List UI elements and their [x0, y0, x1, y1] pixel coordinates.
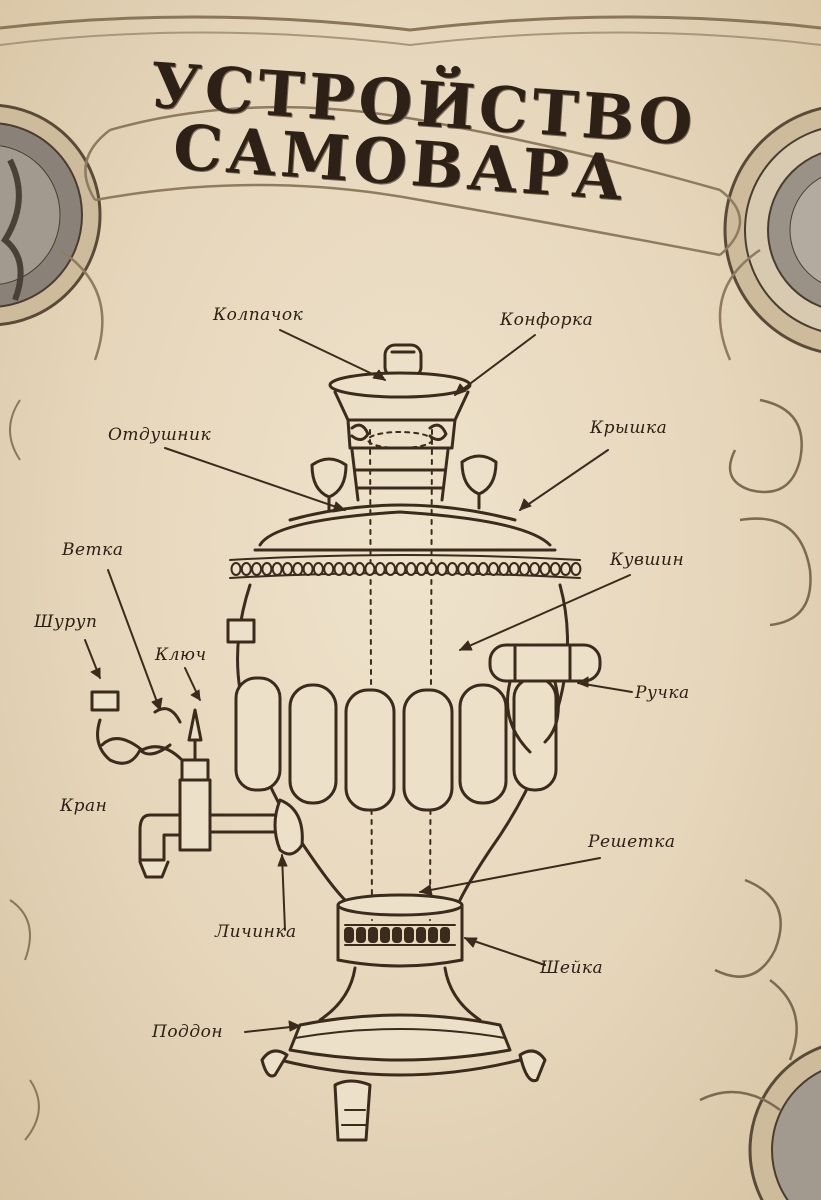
- rim-bead: [438, 563, 447, 575]
- label-kryshka: Крышка: [590, 418, 667, 438]
- rim-bead: [304, 563, 313, 575]
- rim-bead: [376, 563, 385, 575]
- rim-bead: [510, 563, 519, 575]
- rim-bead: [345, 563, 354, 575]
- rim-bead: [571, 563, 580, 575]
- rim-bead: [355, 563, 364, 575]
- rim-bead: [365, 563, 374, 575]
- rim-bead: [252, 563, 261, 575]
- label-kran: Кран: [60, 796, 107, 816]
- rim-bead: [499, 563, 508, 575]
- rim-bead: [530, 563, 539, 575]
- rim-bead: [232, 563, 241, 575]
- neck-hole: [381, 928, 389, 942]
- neck-hole: [345, 928, 353, 942]
- label-konforka: Конфорка: [500, 310, 593, 330]
- rim-bead: [407, 563, 416, 575]
- rim-bead: [242, 563, 251, 575]
- label-vetka: Ветка: [62, 540, 123, 560]
- otdushnik-vents: [312, 456, 496, 511]
- label-ruchka: Ручка: [635, 683, 690, 703]
- rim-bead: [561, 563, 570, 575]
- neck-hole: [429, 928, 437, 942]
- rim-bead: [458, 563, 467, 575]
- rim-bead: [283, 563, 292, 575]
- rim-bead: [468, 563, 477, 575]
- rim-bead: [293, 563, 302, 575]
- neck-hole: [405, 928, 413, 942]
- neck-hole: [357, 928, 365, 942]
- rim-bead: [551, 563, 560, 575]
- label-sheyka: Шейка: [540, 958, 603, 978]
- rim-bead: [427, 563, 436, 575]
- rim-bead: [314, 563, 323, 575]
- rim-bead: [324, 563, 333, 575]
- kryshka-lid: [255, 505, 555, 550]
- label-poddon: Поддон: [152, 1022, 223, 1042]
- rim-bead: [396, 563, 405, 575]
- rim-bead: [386, 563, 395, 575]
- label-lichinka: Личинка: [215, 922, 297, 942]
- neck-hole: [441, 928, 449, 942]
- rim-bead: [262, 563, 271, 575]
- rim-bead: [520, 563, 529, 575]
- label-reshetka: Решетка: [588, 832, 676, 852]
- neck-hole: [417, 928, 425, 942]
- rim-bead: [489, 563, 498, 575]
- rim-bead: [448, 563, 457, 575]
- label-shurup: Шуруп: [34, 612, 97, 632]
- rim-bead: [479, 563, 488, 575]
- label-kolpachok: Колпачок: [213, 305, 303, 325]
- neck-hole: [393, 928, 401, 942]
- lichinka-plate: [275, 800, 302, 854]
- neck-hole: [369, 928, 377, 942]
- poddon-base: [262, 1015, 545, 1140]
- label-kuvshin: Кувшин: [610, 550, 684, 570]
- rim-bead: [335, 563, 344, 575]
- rim-bead: [541, 563, 550, 575]
- rim-bead: [273, 563, 282, 575]
- rim-bead: [417, 563, 426, 575]
- konforka-part: [330, 373, 470, 448]
- label-klyuch: Ключ: [155, 645, 207, 665]
- label-otdushnik: Отдушник: [108, 425, 211, 445]
